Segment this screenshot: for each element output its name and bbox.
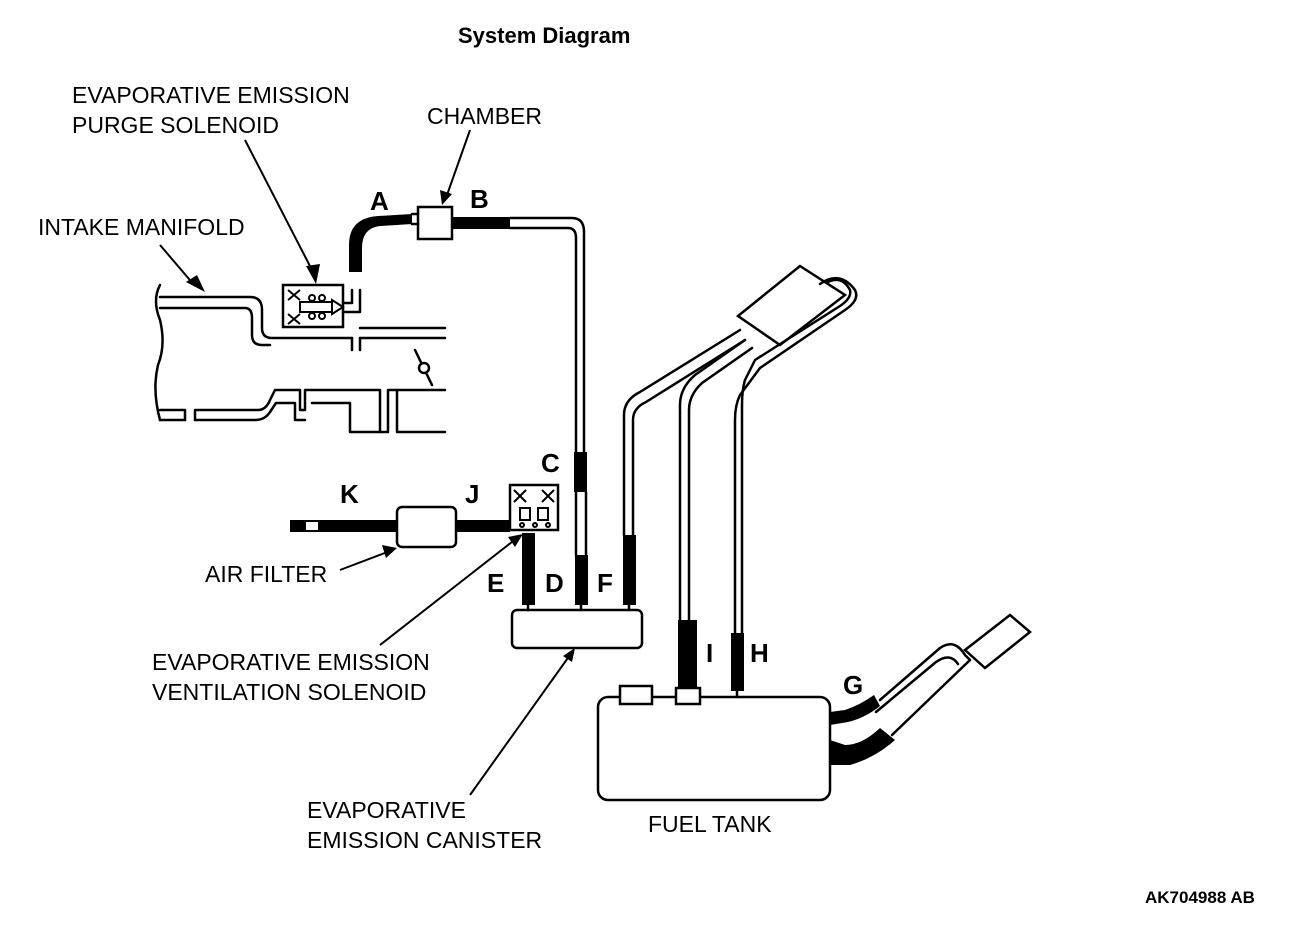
pipe-f xyxy=(622,328,747,537)
hose-d xyxy=(575,555,588,605)
hose-j xyxy=(456,520,510,532)
fuel-tank xyxy=(596,695,832,802)
label-canister-line2: EMISSION CANISTER xyxy=(307,827,542,853)
hose-c xyxy=(574,452,587,492)
hose-g2 xyxy=(830,728,895,765)
label-air-filter: AIR FILTER xyxy=(205,561,327,587)
label-vent-solenoid-line1: EVAPORATIVE EMISSION xyxy=(152,649,430,675)
canister xyxy=(510,608,644,650)
diagram-title: System Diagram xyxy=(458,23,630,48)
tank-valve xyxy=(674,686,702,706)
pipe-b-c xyxy=(508,216,586,457)
hose-letter-d: D xyxy=(545,568,564,598)
label-purge-solenoid-line2: PURGE SOLENOID xyxy=(72,112,279,138)
label-fuel-tank: FUEL TANK xyxy=(648,811,772,837)
hose-k xyxy=(320,520,397,532)
ventilation-solenoid xyxy=(508,483,560,532)
intake-manifold xyxy=(154,283,447,434)
hose-a xyxy=(349,214,412,272)
filler-cap-lower xyxy=(963,613,1032,670)
label-purge-solenoid-line1: EVAPORATIVE EMISSION xyxy=(72,82,350,108)
label-canister-line1: EVAPORATIVE xyxy=(307,797,466,823)
hose-letter-k: K xyxy=(340,479,359,509)
hose-letter-h: H xyxy=(750,638,769,668)
hose-letter-c: C xyxy=(541,448,560,478)
filler-neck-upper xyxy=(678,264,858,637)
tank-sender xyxy=(618,684,654,706)
purge-solenoid xyxy=(281,283,362,329)
hose-letter-j: J xyxy=(465,479,479,509)
hose-h xyxy=(731,633,744,691)
hose-e xyxy=(522,533,535,605)
hose-letter-i: I xyxy=(706,638,713,668)
hose-letter-f: F xyxy=(597,568,613,598)
label-chamber: CHAMBER xyxy=(427,103,542,129)
label-intake-manifold: INTAKE MANIFOLD xyxy=(38,214,245,240)
air-filter xyxy=(395,505,458,549)
hose-letter-a: A xyxy=(370,186,389,216)
leader-lines xyxy=(159,129,575,796)
hose-letter-e: E xyxy=(487,568,504,598)
hose-letter-b: B xyxy=(470,184,489,214)
hose-i xyxy=(678,620,697,692)
hose-f xyxy=(623,535,636,605)
hose-g xyxy=(830,695,880,725)
throttle-shaft-icon xyxy=(417,361,431,375)
hose-b xyxy=(452,217,510,229)
hose-letter-g: G xyxy=(843,670,863,700)
reference-code: AK704988 AB xyxy=(1145,888,1255,907)
label-vent-solenoid-line2: VENTILATION SOLENOID xyxy=(152,679,426,705)
chamber xyxy=(416,205,454,241)
